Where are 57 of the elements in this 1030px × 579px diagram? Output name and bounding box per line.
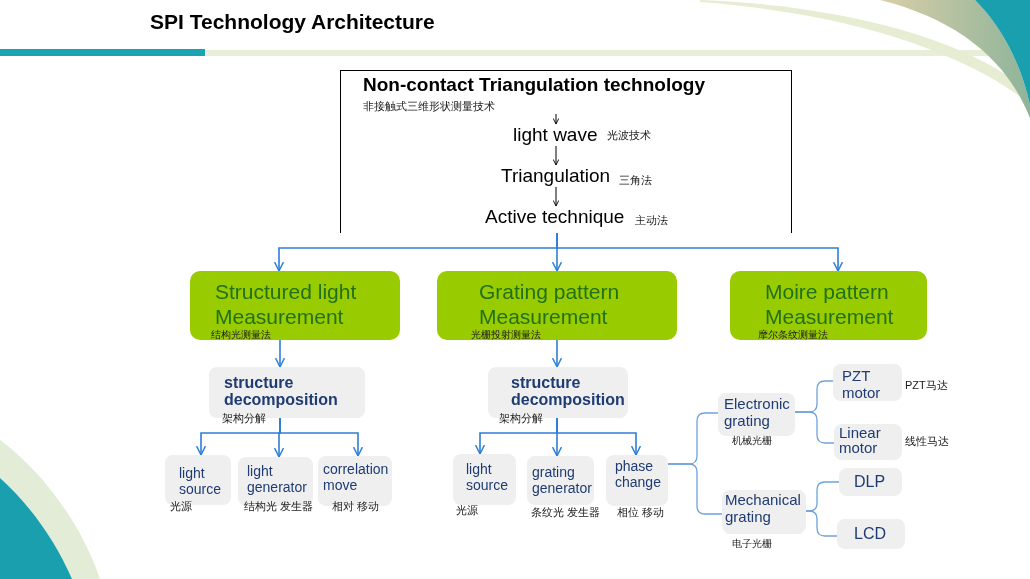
node-label: PZT motor bbox=[842, 367, 882, 401]
chinese-label: 架构分解 bbox=[499, 412, 544, 425]
arrow bbox=[556, 417, 641, 456]
chinese-label: 光源 bbox=[170, 500, 193, 513]
node-label: Grating pattern Measurement bbox=[479, 279, 621, 329]
node-label: structure decomposition bbox=[224, 374, 339, 408]
node-label: LCD bbox=[854, 525, 887, 543]
node-label: Linear motor bbox=[839, 425, 882, 455]
process-box bbox=[833, 364, 902, 401]
chinese-label: 主动法 bbox=[635, 214, 669, 227]
chinese-label: 相位 移动 bbox=[617, 506, 666, 519]
process-box bbox=[834, 424, 902, 460]
chinese-label: 结构光 发生器 bbox=[244, 500, 315, 513]
process-box bbox=[837, 519, 905, 549]
node-label: light source bbox=[466, 461, 510, 493]
outline-box bbox=[340, 70, 792, 233]
chinese-label: 架构分解 bbox=[222, 412, 267, 425]
chinese-label: 光源 bbox=[456, 504, 479, 517]
measurement-box bbox=[437, 271, 677, 340]
arrow bbox=[275, 339, 285, 368]
node-label: light source bbox=[179, 465, 223, 497]
node-label: Active technique bbox=[485, 206, 626, 228]
chinese-label: 摩尔条纹测量法 bbox=[758, 329, 829, 341]
measurement-box bbox=[730, 271, 927, 340]
node-label: phase change bbox=[615, 458, 662, 490]
chinese-label: 结构光测量法 bbox=[211, 329, 272, 341]
connector-line bbox=[805, 510, 838, 537]
chinese-label: 相对 移动 bbox=[332, 500, 381, 513]
arrow bbox=[279, 417, 363, 457]
arrow bbox=[556, 232, 843, 272]
connector-line bbox=[667, 463, 723, 515]
chinese-label: PZT马达 bbox=[905, 379, 949, 392]
measurement-box bbox=[190, 271, 400, 340]
connector-line bbox=[794, 411, 835, 444]
node-label: Non-contact Triangulation technology bbox=[363, 74, 706, 96]
node-label: Mechanical grating bbox=[725, 491, 802, 525]
process-box bbox=[839, 468, 902, 496]
chinese-label: 电子光栅 bbox=[732, 538, 773, 550]
node-label: DLP bbox=[854, 473, 887, 491]
node-label: correlation move bbox=[323, 461, 390, 493]
chinese-label: 机械光栅 bbox=[732, 435, 773, 447]
chinese-label: 光栅投射测量法 bbox=[471, 329, 542, 341]
node-label: Moire pattern Measurement bbox=[765, 279, 895, 329]
title: SPI Technology Architecture bbox=[150, 10, 435, 34]
chinese-label: 光波技术 bbox=[607, 129, 652, 142]
chinese-label: 条纹光 发生器 bbox=[531, 506, 602, 519]
chinese-label: 三角法 bbox=[619, 174, 653, 187]
node-label: light wave bbox=[513, 124, 599, 146]
arrow bbox=[552, 339, 562, 368]
chinese-label: 非接触式三维形状测量技术 bbox=[363, 100, 496, 113]
chinese-label: 线性马达 bbox=[905, 435, 950, 448]
node-label: Electronic grating bbox=[724, 395, 791, 429]
node-label: Structured light Measurement bbox=[215, 279, 358, 329]
node-label: light generator bbox=[247, 463, 308, 495]
node-label: grating generator bbox=[532, 464, 593, 496]
node-label: Triangulation bbox=[501, 165, 612, 187]
node-label: structure decomposition bbox=[511, 374, 626, 408]
